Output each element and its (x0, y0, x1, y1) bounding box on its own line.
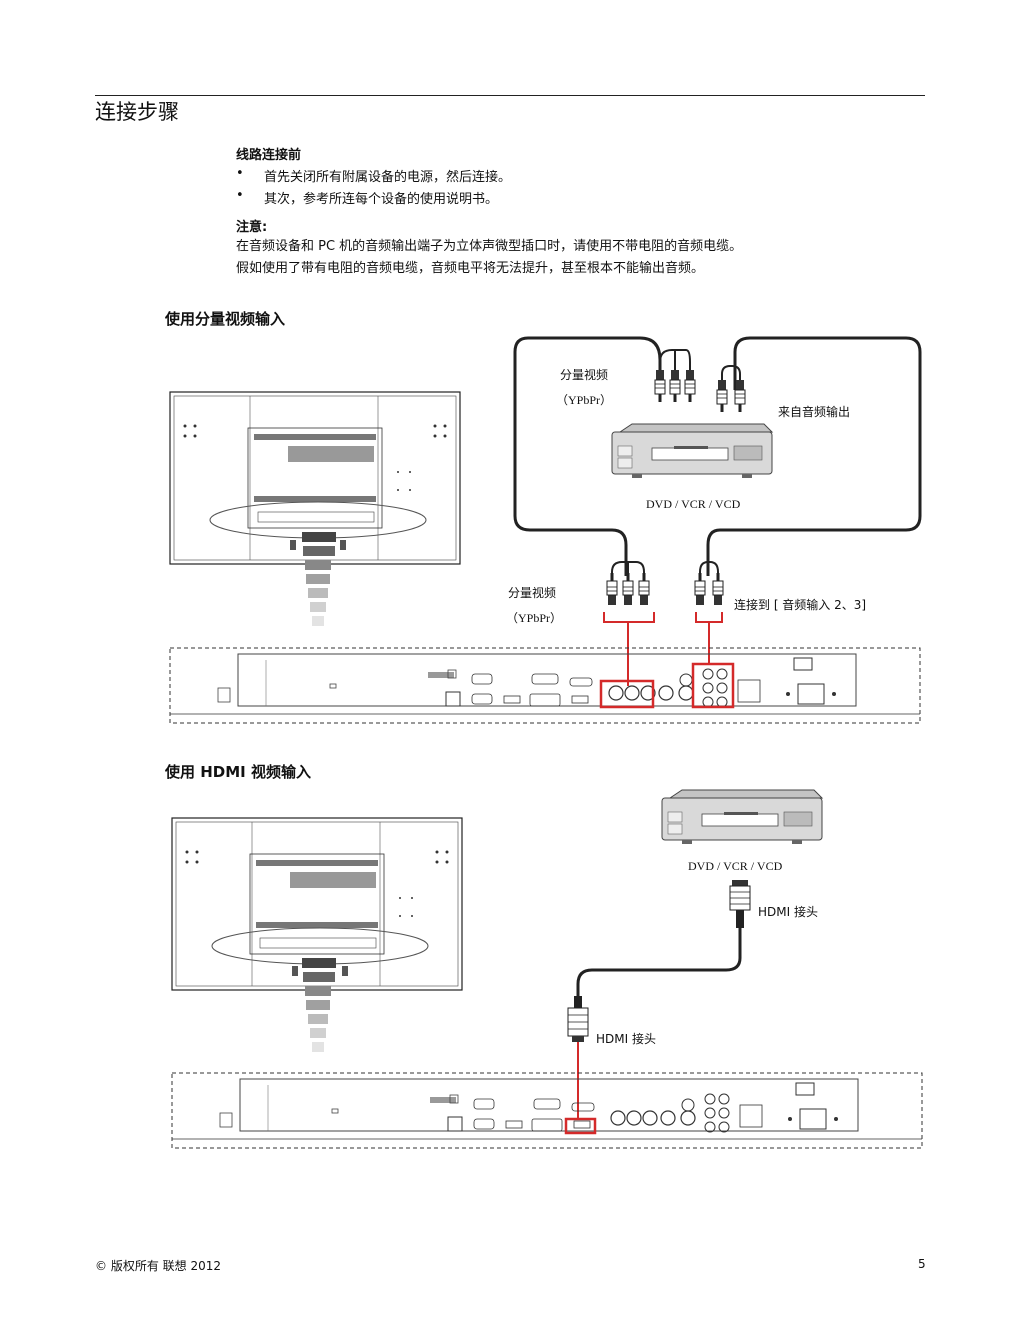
label-ypbpr-bottom: （YPbPr） (506, 611, 563, 625)
section-hdmi-heading: 使用 HDMI 视频输入 (165, 763, 311, 781)
before-connect-heading: 线路连接前 (236, 148, 302, 163)
label-hdmi-bottom: HDMI 接头 (596, 1032, 656, 1046)
note-line-1: 在音频设备和 PC 机的音频输出端子为立体声微型插口时，请使用不带电阻的音频电缆… (236, 239, 743, 254)
note-line-2: 假如使用了带有电阻的音频电缆，音频电平将无法提升，甚至根本不能输出音频。 (236, 261, 705, 276)
label-device-2: DVD / VCR / VCD (688, 859, 783, 873)
label-device-1: DVD / VCR / VCD (646, 497, 741, 511)
label-component-bottom: 分量视频 (508, 586, 557, 600)
label-ypbpr-top: （YPbPr） (556, 393, 613, 407)
bullet-text-2: 其次，参考所连每个设备的使用说明书。 (264, 192, 499, 207)
bullet-dot-2: • (236, 188, 244, 203)
page-number: 5 (918, 1257, 926, 1271)
note-heading: 注意: (236, 220, 268, 235)
label-audio-in: 连接到 [ 音频输入 2、3] (734, 598, 867, 612)
label-hdmi-top: HDMI 接头 (758, 905, 818, 919)
footer-copyright: © 版权所有 联想 2012 (95, 1259, 221, 1273)
label-audio-out: 来自音频输出 (778, 405, 851, 419)
bullet-text-1: 首先关闭所有附属设备的电源，然后连接。 (264, 170, 512, 185)
section-component-heading: 使用分量视频输入 (165, 310, 286, 328)
label-component-top: 分量视频 (560, 368, 609, 382)
header-rule (95, 95, 925, 96)
page-title: 连接步骤 (95, 100, 179, 124)
bullet-dot-1: • (236, 166, 244, 181)
